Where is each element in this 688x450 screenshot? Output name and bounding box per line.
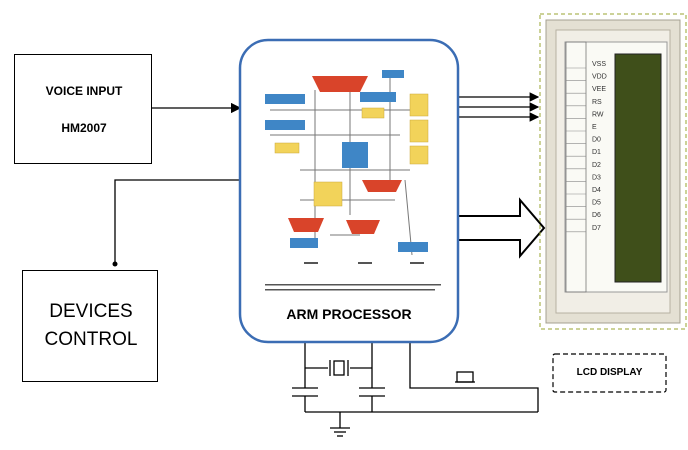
devices-control-line1: DEVICES	[49, 301, 133, 322]
lcd-pin-d7: D7	[592, 225, 601, 232]
lcd-display-label: LCD DISPLAY	[576, 367, 643, 378]
processor-to-devices-line	[114, 179, 240, 262]
lcd-pin-d6: D6	[592, 212, 601, 219]
lcd-pin-d1: D1	[592, 149, 601, 156]
lcd-dashed-border	[539, 13, 687, 330]
processor-internal-diagram	[265, 70, 441, 291]
voice-input-module: HM2007	[61, 121, 107, 135]
lcd-pin-d4: D4	[592, 187, 601, 194]
reset-button-circuit	[409, 342, 539, 412]
devices-control-box: DEVICES CONTROL	[22, 270, 158, 382]
lcd-pin-d2: D2	[592, 162, 601, 169]
data-bus-arrow	[457, 197, 546, 259]
lcd-pin-vss: VSS	[592, 61, 606, 68]
lcd-pin-d0: D0	[592, 137, 601, 144]
lcd-pin-vdd: VDD	[592, 74, 607, 81]
processor-label: ARM PROCESSOR	[286, 306, 412, 322]
lcd-pin-d5: D5	[592, 200, 601, 207]
control-arrows	[458, 92, 540, 122]
lcd-pin-rs: RS	[592, 99, 602, 106]
lcd-pin-e: E	[592, 124, 597, 131]
voice-input-title: VOICE INPUT	[45, 84, 123, 98]
lcd-screen	[614, 53, 662, 283]
lcd-pin-vee: VEE	[592, 86, 606, 93]
lcd-pin-d3: D3	[592, 174, 601, 181]
lcd-pin-rw: RW	[592, 111, 604, 118]
oscillator-circuit	[292, 342, 538, 437]
lcd-label-box	[552, 353, 667, 393]
processor-box	[238, 38, 460, 344]
voice-input-box: VOICE INPUT HM2007	[14, 54, 152, 164]
devices-control-line2: CONTROL	[44, 329, 138, 350]
